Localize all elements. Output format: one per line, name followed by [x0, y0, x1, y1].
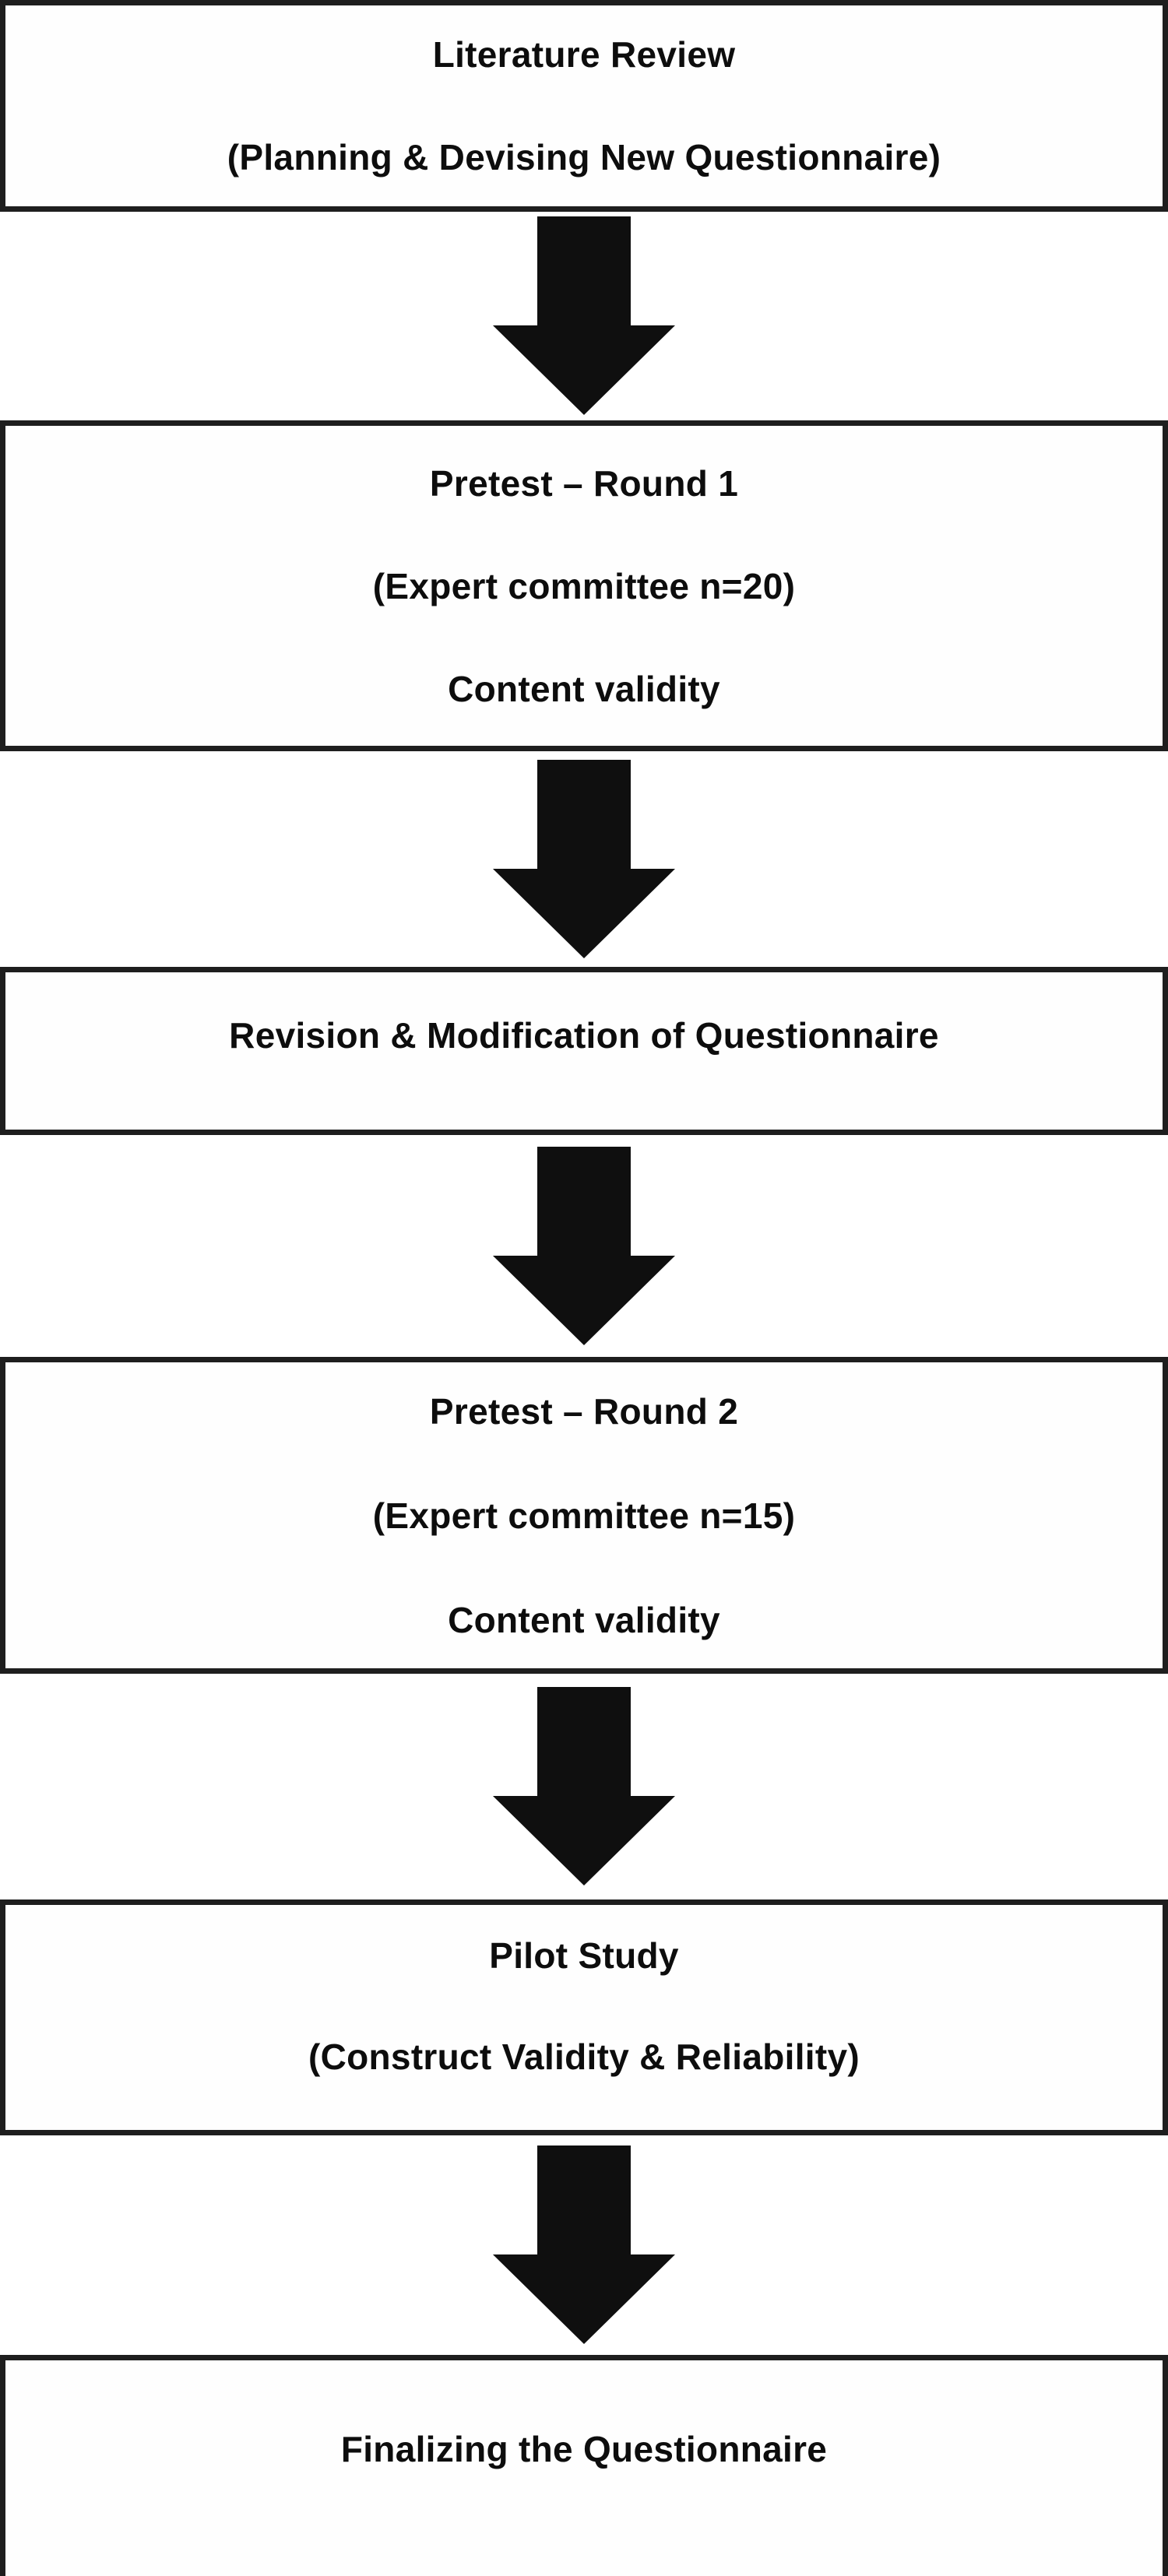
- step-title: Pretest – Round 1: [429, 462, 739, 504]
- step-box-pretest-round-1: Pretest – Round 1 (Expert committee n=20…: [0, 420, 1168, 751]
- step-box-pilot-study: Pilot Study (Construct Validity & Reliab…: [0, 1899, 1168, 2135]
- down-arrow-icon: [493, 1687, 675, 1885]
- step-subtitle: (Construct Validity & Reliability): [308, 2036, 860, 2077]
- step-detail: Content validity: [448, 1599, 720, 1640]
- step-subtitle: (Expert committee n=20): [372, 565, 796, 606]
- step-detail: Content validity: [448, 668, 720, 709]
- step-title: Pretest – Round 2: [429, 1390, 739, 1432]
- step-title: Pilot Study: [489, 1935, 679, 1976]
- step-box-revision-modification: Revision & Modification of Questionnaire: [0, 967, 1168, 1135]
- step-box-literature-review: Literature Review (Planning & Devising N…: [0, 0, 1168, 212]
- step-title: Literature Review: [432, 34, 736, 75]
- step-subtitle: (Expert committee n=15): [372, 1495, 796, 1536]
- step-box-pretest-round-2: Pretest – Round 2 (Expert committee n=15…: [0, 1357, 1168, 1674]
- down-arrow-icon: [493, 1147, 675, 1345]
- step-subtitle: (Planning & Devising New Questionnaire): [227, 137, 941, 177]
- step-box-finalizing-questionnaire: Finalizing the Questionnaire: [0, 2355, 1168, 2576]
- down-arrow-icon: [493, 760, 675, 958]
- down-arrow-icon: [493, 2145, 675, 2344]
- step-title: Revision & Modification of Questionnaire: [229, 1015, 939, 1056]
- step-title: Finalizing the Questionnaire: [340, 2428, 828, 2469]
- down-arrow-icon: [493, 216, 675, 415]
